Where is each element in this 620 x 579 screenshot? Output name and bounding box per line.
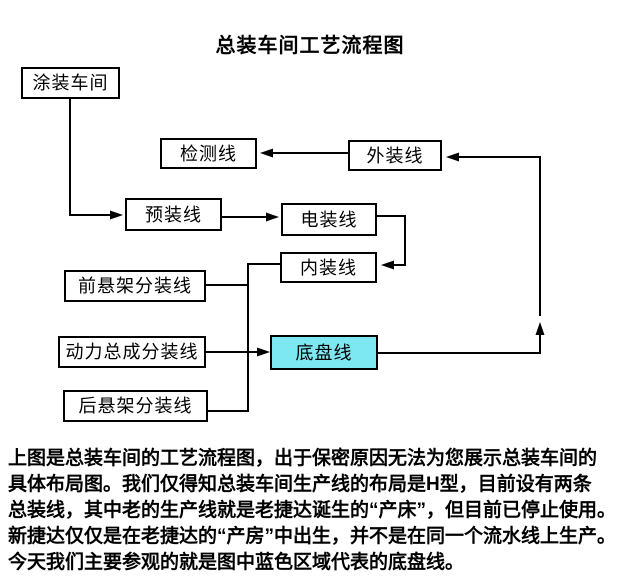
- node-front-suspension-label: 前悬架分装线: [78, 276, 192, 296]
- arrowhead-into-chassis: [257, 347, 270, 357]
- node-front-suspension-subassembly-line: 前悬架分装线: [64, 270, 206, 302]
- node-inspection-line: 检测线: [160, 138, 257, 169]
- node-exterior-line: 外装线: [348, 140, 442, 171]
- arrowhead-into-preassembly: [110, 210, 123, 220]
- node-paint-shop: 涂装车间: [21, 67, 120, 99]
- node-chassis-line-label: 底盘线: [295, 342, 353, 363]
- arrowhead-into-inspection: [260, 148, 273, 158]
- connector-riser-to-exterior: [459, 156, 541, 316]
- node-pre-assembly-line: 预装线: [125, 198, 222, 231]
- arrowhead-into-interior-right: [381, 260, 394, 270]
- node-electrical-line-label: 电装线: [300, 209, 358, 230]
- description-line-3: 总装线，其中老的生产线就是老捷达诞生的“产床”，但目前已停止使用。: [8, 500, 617, 521]
- arrowhead-into-electrical: [266, 212, 279, 222]
- node-powertrain-label: 动力总成分装线: [65, 342, 199, 362]
- connector-electrical-to-interior: [377, 215, 406, 266]
- node-rear-suspension-label: 后悬架分装线: [78, 396, 193, 416]
- connector-chassis-to-riser: [378, 335, 541, 354]
- description-line-5: 今天我们主要参观的就是图中蓝色区域代表的底盘线。: [8, 552, 465, 573]
- node-powertrain-subassembly-line: 动力总成分装线: [58, 336, 206, 368]
- node-interior-line-label: 内装线: [300, 257, 357, 278]
- node-exterior-line-label: 外装线: [366, 145, 424, 166]
- description-line-4: 新捷达仅仅是在老捷达的“产房”中出生，并不是在同一个流水线上生产。: [8, 526, 617, 547]
- connector-paint-to-preassembly: [69, 99, 110, 216]
- description-line-2: 具体布局图。我们仅得知总装车间生产线的布局是H型，目前设有两条: [8, 474, 592, 495]
- description-line-1: 上图是总装车间的工艺流程图，出于保密原因无法为您展示总装车间的: [8, 448, 598, 469]
- node-inspection-line-label: 检测线: [180, 143, 237, 164]
- node-chassis-line-highlighted: 底盘线: [270, 335, 378, 370]
- node-pre-assembly-line-label: 预装线: [145, 204, 202, 225]
- page-title: 总装车间工艺流程图: [215, 35, 405, 57]
- arrowhead-riser-up: [535, 322, 545, 335]
- description-paragraph: 上图是总装车间的工艺流程图，出于保密原因无法为您展示总装车间的 具体布局图。我们…: [8, 446, 620, 576]
- arrowhead-into-exterior: [446, 152, 459, 162]
- node-rear-suspension-subassembly-line: 后悬架分装线: [63, 390, 208, 422]
- node-electrical-line: 电装线: [281, 203, 377, 236]
- node-interior-line: 内装线: [280, 252, 377, 283]
- node-paint-shop-label: 涂装车间: [32, 73, 109, 93]
